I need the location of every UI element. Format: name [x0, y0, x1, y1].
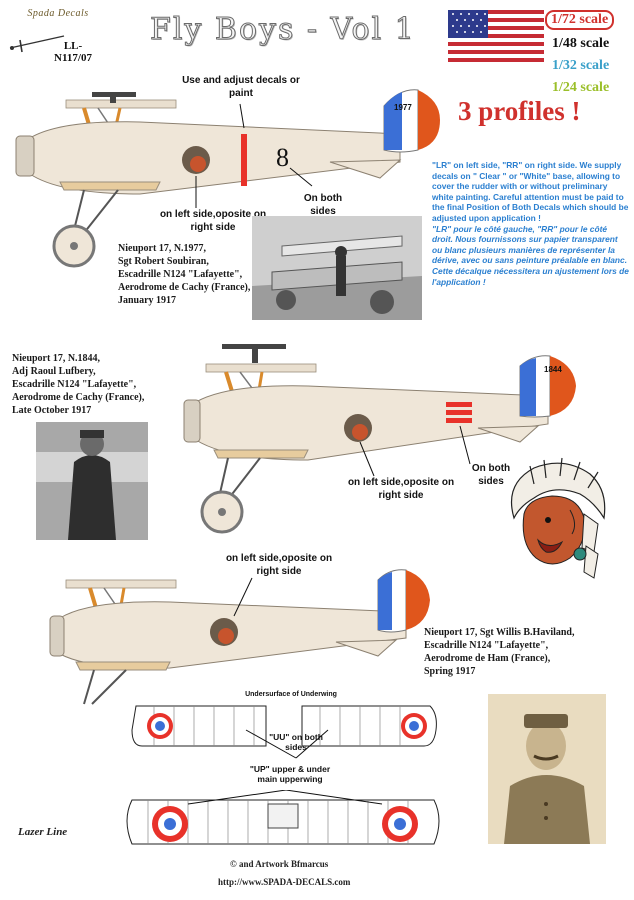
note-both-sides-2: On both sides — [471, 463, 511, 487]
cowling — [49, 615, 65, 657]
caption-profile-3: Nieuport 17, Sgt Willis B.Haviland, Esca… — [424, 627, 575, 677]
photo-lufbery — [36, 422, 148, 540]
photo-haviland — [488, 694, 606, 844]
brand-name: Spada Decals — [27, 8, 89, 19]
upper-wing — [205, 363, 317, 373]
website-link[interactable]: http://www.SPADA-DECALS.com — [218, 877, 351, 887]
lower-wing-underside — [131, 705, 437, 759]
brand-logo: Spada Decals LL-N117/07 — [9, 8, 98, 64]
note-decals-or-paint: Use and adjust decals or paint — [182, 75, 300, 99]
roundel-right-upper — [382, 806, 418, 842]
machine-gun — [92, 92, 136, 97]
profiles-heading: 3 profiles ! — [458, 96, 581, 126]
sheet-title: Fly Boys - Vol 1 — [150, 12, 416, 48]
scale-1-32: 1/32 scale — [552, 58, 610, 73]
fuselage-red-stripes — [446, 402, 472, 423]
cowling — [15, 135, 35, 177]
fuselage — [29, 121, 401, 195]
cowling — [183, 399, 201, 443]
caption-profile-1: Nieuport 17, N.1977, Sgt Robert Soubiran… — [118, 243, 251, 306]
roundel-right-lower — [401, 713, 427, 739]
note-left-side-1: on left side,oposite on right side — [159, 209, 267, 233]
roundel-left-lower — [147, 713, 173, 739]
scale-list: 1/72 scale 1/48 scale 1/32 scale 1/24 sc… — [545, 10, 632, 99]
tail-number: 1977 — [394, 103, 412, 112]
note-both-sides-1: On both sides — [303, 193, 343, 217]
copyright-text: © and Artwork Bfmarcus — [230, 859, 329, 869]
note-left-side-2: on left side,oposite on right side — [347, 477, 455, 501]
note-uu-both-sides: "UU" on both sides — [269, 732, 323, 752]
fuselage-red-band — [241, 134, 247, 186]
svg-text:8: 8 — [276, 143, 289, 172]
note-left-side-3: on left side,oposite on right side — [225, 553, 333, 577]
application-notes: "LR" on left side, "RR" on right side. W… — [432, 160, 630, 287]
sword-icon — [9, 35, 65, 53]
scale-1-24: 1/24 scale — [552, 80, 610, 95]
upper-wing — [65, 99, 177, 109]
product-reference: LL-N117/07 — [54, 40, 92, 64]
notes-english: "LR" on left side, "RR" on right side. W… — [432, 160, 629, 223]
photo-soubiran — [252, 216, 422, 320]
note-up-upper: "UP" upper & under main upperwing — [249, 764, 331, 784]
aircraft-profile-3 — [49, 569, 430, 705]
scale-1-72: 1/72 scale — [545, 10, 615, 30]
roundel-left-upper — [152, 806, 188, 842]
notes-french: "LR" pour le côté gauche, "RR" pour le c… — [432, 223, 629, 287]
caption-profile-2: Nieuport 17, N.1844, Adj Raoul Lufbery, … — [12, 353, 145, 416]
upper-wing — [65, 579, 177, 589]
aircraft-profile-2: 1844 — [183, 344, 576, 534]
scale-1-48: 1/48 scale — [552, 36, 610, 51]
tail-number: 1844 — [544, 365, 562, 374]
fuselage — [195, 385, 549, 461]
machine-gun — [222, 344, 286, 349]
indian-head-emblem-large — [510, 457, 606, 579]
maker-logo: Lazer Line — [18, 826, 68, 838]
underwing-title: Undersurface of Underwing — [245, 691, 337, 698]
us-flag-icon — [448, 10, 544, 62]
upper-wing-plan — [126, 790, 440, 845]
aircraft-profile-1: 8 1977 — [15, 89, 440, 268]
